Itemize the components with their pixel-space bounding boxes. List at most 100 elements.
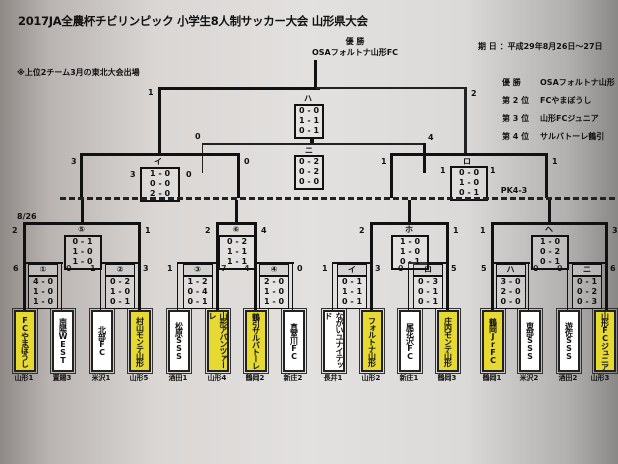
result-rank: 第 4 位 [502,132,530,141]
result-team: FCやまぼうし [540,96,592,105]
team-banner: 庄内モンテ山形 [435,308,461,374]
team-connector [254,300,257,310]
qf-up-connector [235,200,238,223]
qualification-note: ※上位2チーム3月の東北大会出場 [17,68,140,77]
score-line: 0 - 2 [226,237,248,246]
r1-match-label: ③ [182,264,213,276]
result-team: OSAフォルトナ山形 [540,78,615,87]
score-line: 0 - 1 [187,297,208,306]
team-region: 置賜3 [52,374,72,382]
score-line: 2 - 0 [500,287,521,296]
team-connector [408,302,409,310]
qf-top-line [491,222,607,225]
r1-left-score: 1 [167,264,173,273]
team-banner: FCやまぼうし [12,308,38,374]
r1-top-line [23,262,63,264]
qf-top-line [216,222,256,225]
semi-left-upper-score: 0 [186,170,192,179]
r1-left-vertical [332,262,333,302]
champion-team: OSAフォルトナ山形FC [311,48,399,57]
semi-right-label: ロ [463,157,471,166]
team-region: 酒田1 [168,374,188,382]
score-line: 1 - 0 [32,287,54,296]
qf-right-vertical [605,222,608,252]
r1-right-score: 3 [143,264,149,273]
qf-label: ヘ [545,225,553,234]
team-connector [567,302,568,310]
score-line: 4 - 0 [32,277,54,286]
team-banner: 遊佐SSS [556,308,582,374]
team-banner: フォルトナ山形 [359,308,385,374]
r1-left-vertical [408,262,409,302]
semi-left-inner-score: 3 [130,170,136,179]
team-banner: 東部SSS [517,308,543,374]
champion-block: 優 勝 OSAフォルトナ山形FC [300,36,410,58]
r1-top-line [332,262,372,264]
score-line: 0 - 1 [576,277,598,286]
team-connector [446,300,449,310]
score-line: 1 - 2 [187,277,208,286]
event-date: 期 日 ：平成29年8月26日～27日 [478,42,603,51]
r1-left-vertical [567,262,568,302]
qf-right-score: 3 [612,226,618,235]
semi-left-vertical-l [80,153,83,198]
score-line: 1 - 0 [149,169,171,178]
score-line: 0 - 1 [458,188,480,197]
r1-right-score: 6 [610,264,616,273]
score-line: 0 - 1 [417,297,439,306]
score-line: 1 - 0 [399,247,421,256]
team-banner: 真室川FC [281,308,307,374]
champion-connector [314,60,317,88]
r1-right-vertical [61,262,62,302]
r1-match-label: ④ [259,264,289,276]
qf-left-vertical [216,222,219,252]
qf-left-score: 2 [205,226,211,235]
score-line: 0 - 1 [341,277,363,286]
score-line: 0 - 1 [417,287,439,296]
qf-left-vertical [491,222,494,252]
r1-right-vertical [216,262,219,302]
score-line: 0 - 3 [417,277,439,286]
score-line: 0 - 0 [500,297,521,306]
r1-right-vertical [138,262,141,302]
result-row: 第 4 位サルバトーレ鶴引 [502,131,604,142]
r1-top-line [254,262,294,264]
champion-label: 優 勝 [345,37,365,46]
score-line: 1 - 0 [109,287,131,296]
third-right-vertical [423,143,426,173]
qf-right-score: 1 [453,226,459,235]
final-right-vertical [464,87,467,154]
team-banner: 山形アバンツァーレ [205,308,231,374]
semi-left-right-score: 0 [244,157,250,166]
day-divider [60,197,615,200]
r1-right-score: 5 [451,264,457,273]
team-banner: 村山モンテ山形 [127,308,153,374]
final-left-score: 1 [148,88,154,97]
qf-left-score: 1 [480,226,486,235]
team-region: 山形5 [129,374,149,382]
r1-top-line [100,262,140,264]
score-line: 1 - 0 [458,178,480,187]
semi-left-top-line [80,153,240,156]
team-banner: 北部FC [89,308,115,374]
r1-left-score: 6 [13,264,19,273]
qf-up-connector [548,200,551,223]
r1-top-line [567,262,607,264]
r1-top-line [177,262,218,264]
page-title: 2017JA全農杯チビリンピック 小学生8人制サッカー大会 山形県大会 [18,14,368,28]
score-line: 3 - 0 [500,277,521,286]
team-banner: ながいユナイテッド [321,308,347,374]
r1-left-vertical [254,262,257,302]
result-rank: 第 3 位 [502,114,530,123]
final-score-box: 0 - 0 1 - 1 0 - 1 [294,104,324,139]
score-line: 0 - 1 [341,297,363,306]
